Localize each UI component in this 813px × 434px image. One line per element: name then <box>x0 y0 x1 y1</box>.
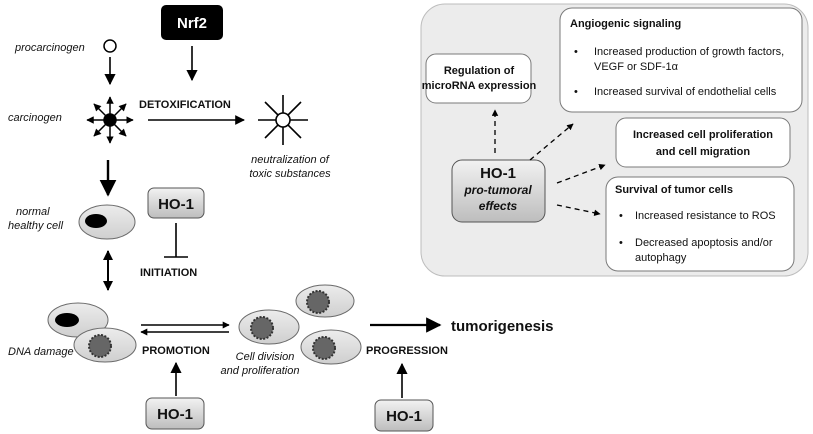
detoxification-label: DETOXIFICATION <box>139 99 231 111</box>
dna-damage-label: DNA damage <box>8 346 74 358</box>
proliferation-label-1: Increased cell proliferation <box>633 129 773 141</box>
microrna-box: Regulation of microRNA expression <box>422 53 537 104</box>
center-ho1: HO-1 <box>480 165 516 182</box>
dna-damage-cells <box>47 302 137 363</box>
survival-box: Survival of tumor cells • Increased resi… <box>605 176 795 272</box>
promotion-label: PROMOTION <box>142 345 210 357</box>
survival-title: Survival of tumor cells <box>615 184 733 196</box>
proliferation-box: Increased cell proliferation and cell mi… <box>615 117 791 168</box>
initiation-label: INITIATION <box>140 267 197 279</box>
microrna-label-1: Regulation of <box>444 65 515 77</box>
inhibition-initiation <box>164 223 188 258</box>
tumorigenesis-label: tumorigenesis <box>451 318 554 335</box>
proliferation-label-2: and cell migration <box>656 146 750 158</box>
procarcinogen-circle <box>103 39 117 53</box>
survival-item-2-line-2: autophagy <box>635 252 687 264</box>
normal-cell-label-2: healthy cell <box>8 220 64 232</box>
angio-item-1-line-2: VEGF or SDF-1α <box>594 61 679 73</box>
angio-bullet-1: • <box>574 46 578 58</box>
survival-bullet-1: • <box>619 210 623 222</box>
ho1-center-box: HO-1 pro-tumoral effects <box>451 159 546 223</box>
arrow-to-angiogenic <box>529 123 574 161</box>
neutralization-label-1: neutralization of <box>251 154 330 166</box>
ho1-promotion-label: HO-1 <box>157 406 193 423</box>
carcinogen-symbol <box>86 96 134 144</box>
normal-cell-label-1: normal <box>16 206 50 218</box>
ho1-progression-label: HO-1 <box>386 408 422 425</box>
angio-item-1-line-1: Increased production of growth factors, <box>594 46 784 58</box>
ho1-initiation-box: HO-1 <box>147 187 205 219</box>
microrna-label-2: microRNA expression <box>422 80 537 92</box>
center-effects: effects <box>479 199 518 213</box>
angio-title: Angiogenic signaling <box>570 18 681 30</box>
panel-dashed-arrows <box>491 109 606 216</box>
ho1-promotion-box: HO-1 <box>145 397 205 430</box>
angiogenic-box: Angiogenic signaling • Increased product… <box>559 7 803 113</box>
angio-bullet-2: • <box>574 86 578 98</box>
progression-label: PROGRESSION <box>366 345 448 357</box>
normal-healthy-cell <box>78 204 136 240</box>
carcinogen-label: carcinogen <box>8 112 62 124</box>
angio-item-2: Increased survival of endothelial cells <box>594 86 777 98</box>
arrow-to-survival <box>556 204 601 216</box>
neutralization-label-2: toxic substances <box>249 168 331 180</box>
ho1-progression-box: HO-1 <box>374 399 434 432</box>
survival-item-2-line-1: Decreased apoptosis and/or <box>635 237 773 249</box>
survival-item-1: Increased resistance to ROS <box>635 210 776 222</box>
procarcinogen-label: procarcinogen <box>14 42 85 54</box>
center-pro-tumoral: pro-tumoral <box>463 183 532 197</box>
dividing-cells <box>238 284 362 365</box>
neutralized-symbol <box>258 95 308 145</box>
cell-division-label-2: and proliferation <box>221 365 300 377</box>
reversible-arrows <box>140 321 230 336</box>
survival-bullet-2: • <box>619 237 623 249</box>
ho1-initiation-label: HO-1 <box>158 196 194 213</box>
nrf2-box: Nrf2 <box>161 5 223 40</box>
cell-division-label-1: Cell division <box>236 351 295 363</box>
nrf2-label: Nrf2 <box>177 15 207 32</box>
